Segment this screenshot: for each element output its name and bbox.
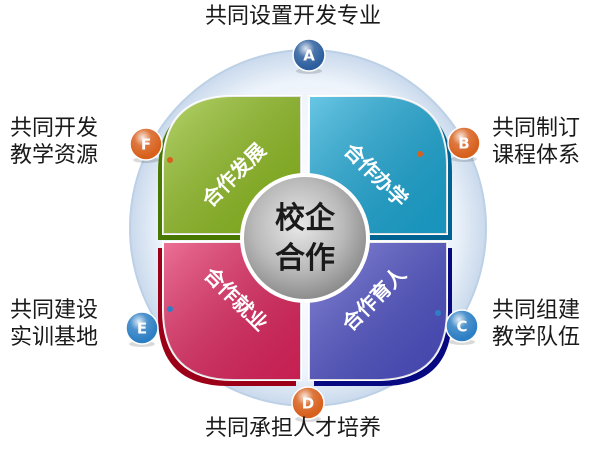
label-f-line1: 共同开发	[10, 116, 99, 141]
label-d: 共同承担人才培养	[205, 415, 381, 442]
ring-dot	[167, 157, 173, 163]
marker-letter-f: F	[141, 136, 151, 154]
marker-b: B	[447, 126, 481, 162]
marker-letter-c: C	[456, 318, 467, 336]
marker-group: A B C D E F	[125, 38, 481, 422]
marker-a: A	[292, 38, 326, 74]
marker-e: E	[125, 311, 159, 347]
center-circle	[240, 173, 370, 303]
label-b: 共同制订 课程体系	[492, 115, 580, 169]
marker-letter-e: E	[137, 320, 147, 338]
label-a-line1: 共同设置开发专业	[205, 4, 382, 29]
center-text-line1: 校企	[275, 201, 336, 236]
marker-letter-b: B	[458, 135, 469, 153]
marker-letter-a: A	[303, 47, 315, 65]
label-f: 共同开发 教学资源	[10, 115, 98, 169]
center-text-line2: 合作	[275, 241, 335, 276]
label-d-line1: 共同承担人才培养	[205, 416, 382, 441]
ring-dot	[435, 310, 441, 316]
marker-letter-d: D	[302, 395, 314, 413]
ring-dot	[167, 306, 173, 312]
label-e: 共同建设 实训基地	[10, 297, 98, 351]
marker-f: F	[129, 127, 163, 163]
label-b-line2: 课程体系	[492, 143, 581, 168]
label-c-line1: 共同组建	[492, 298, 581, 323]
label-c: 共同组建 教学队伍	[492, 297, 580, 351]
label-e-line2: 实训基地	[10, 325, 99, 350]
label-b-line1: 共同制订	[492, 116, 581, 141]
label-e-line1: 共同建设	[10, 298, 99, 323]
label-c-line2: 教学队伍	[492, 325, 581, 350]
marker-d: D	[291, 386, 325, 422]
label-a: 共同设置开发专业	[205, 3, 381, 30]
ring-dot	[417, 151, 423, 157]
label-f-line2: 教学资源	[10, 143, 99, 168]
marker-c: C	[445, 309, 479, 345]
